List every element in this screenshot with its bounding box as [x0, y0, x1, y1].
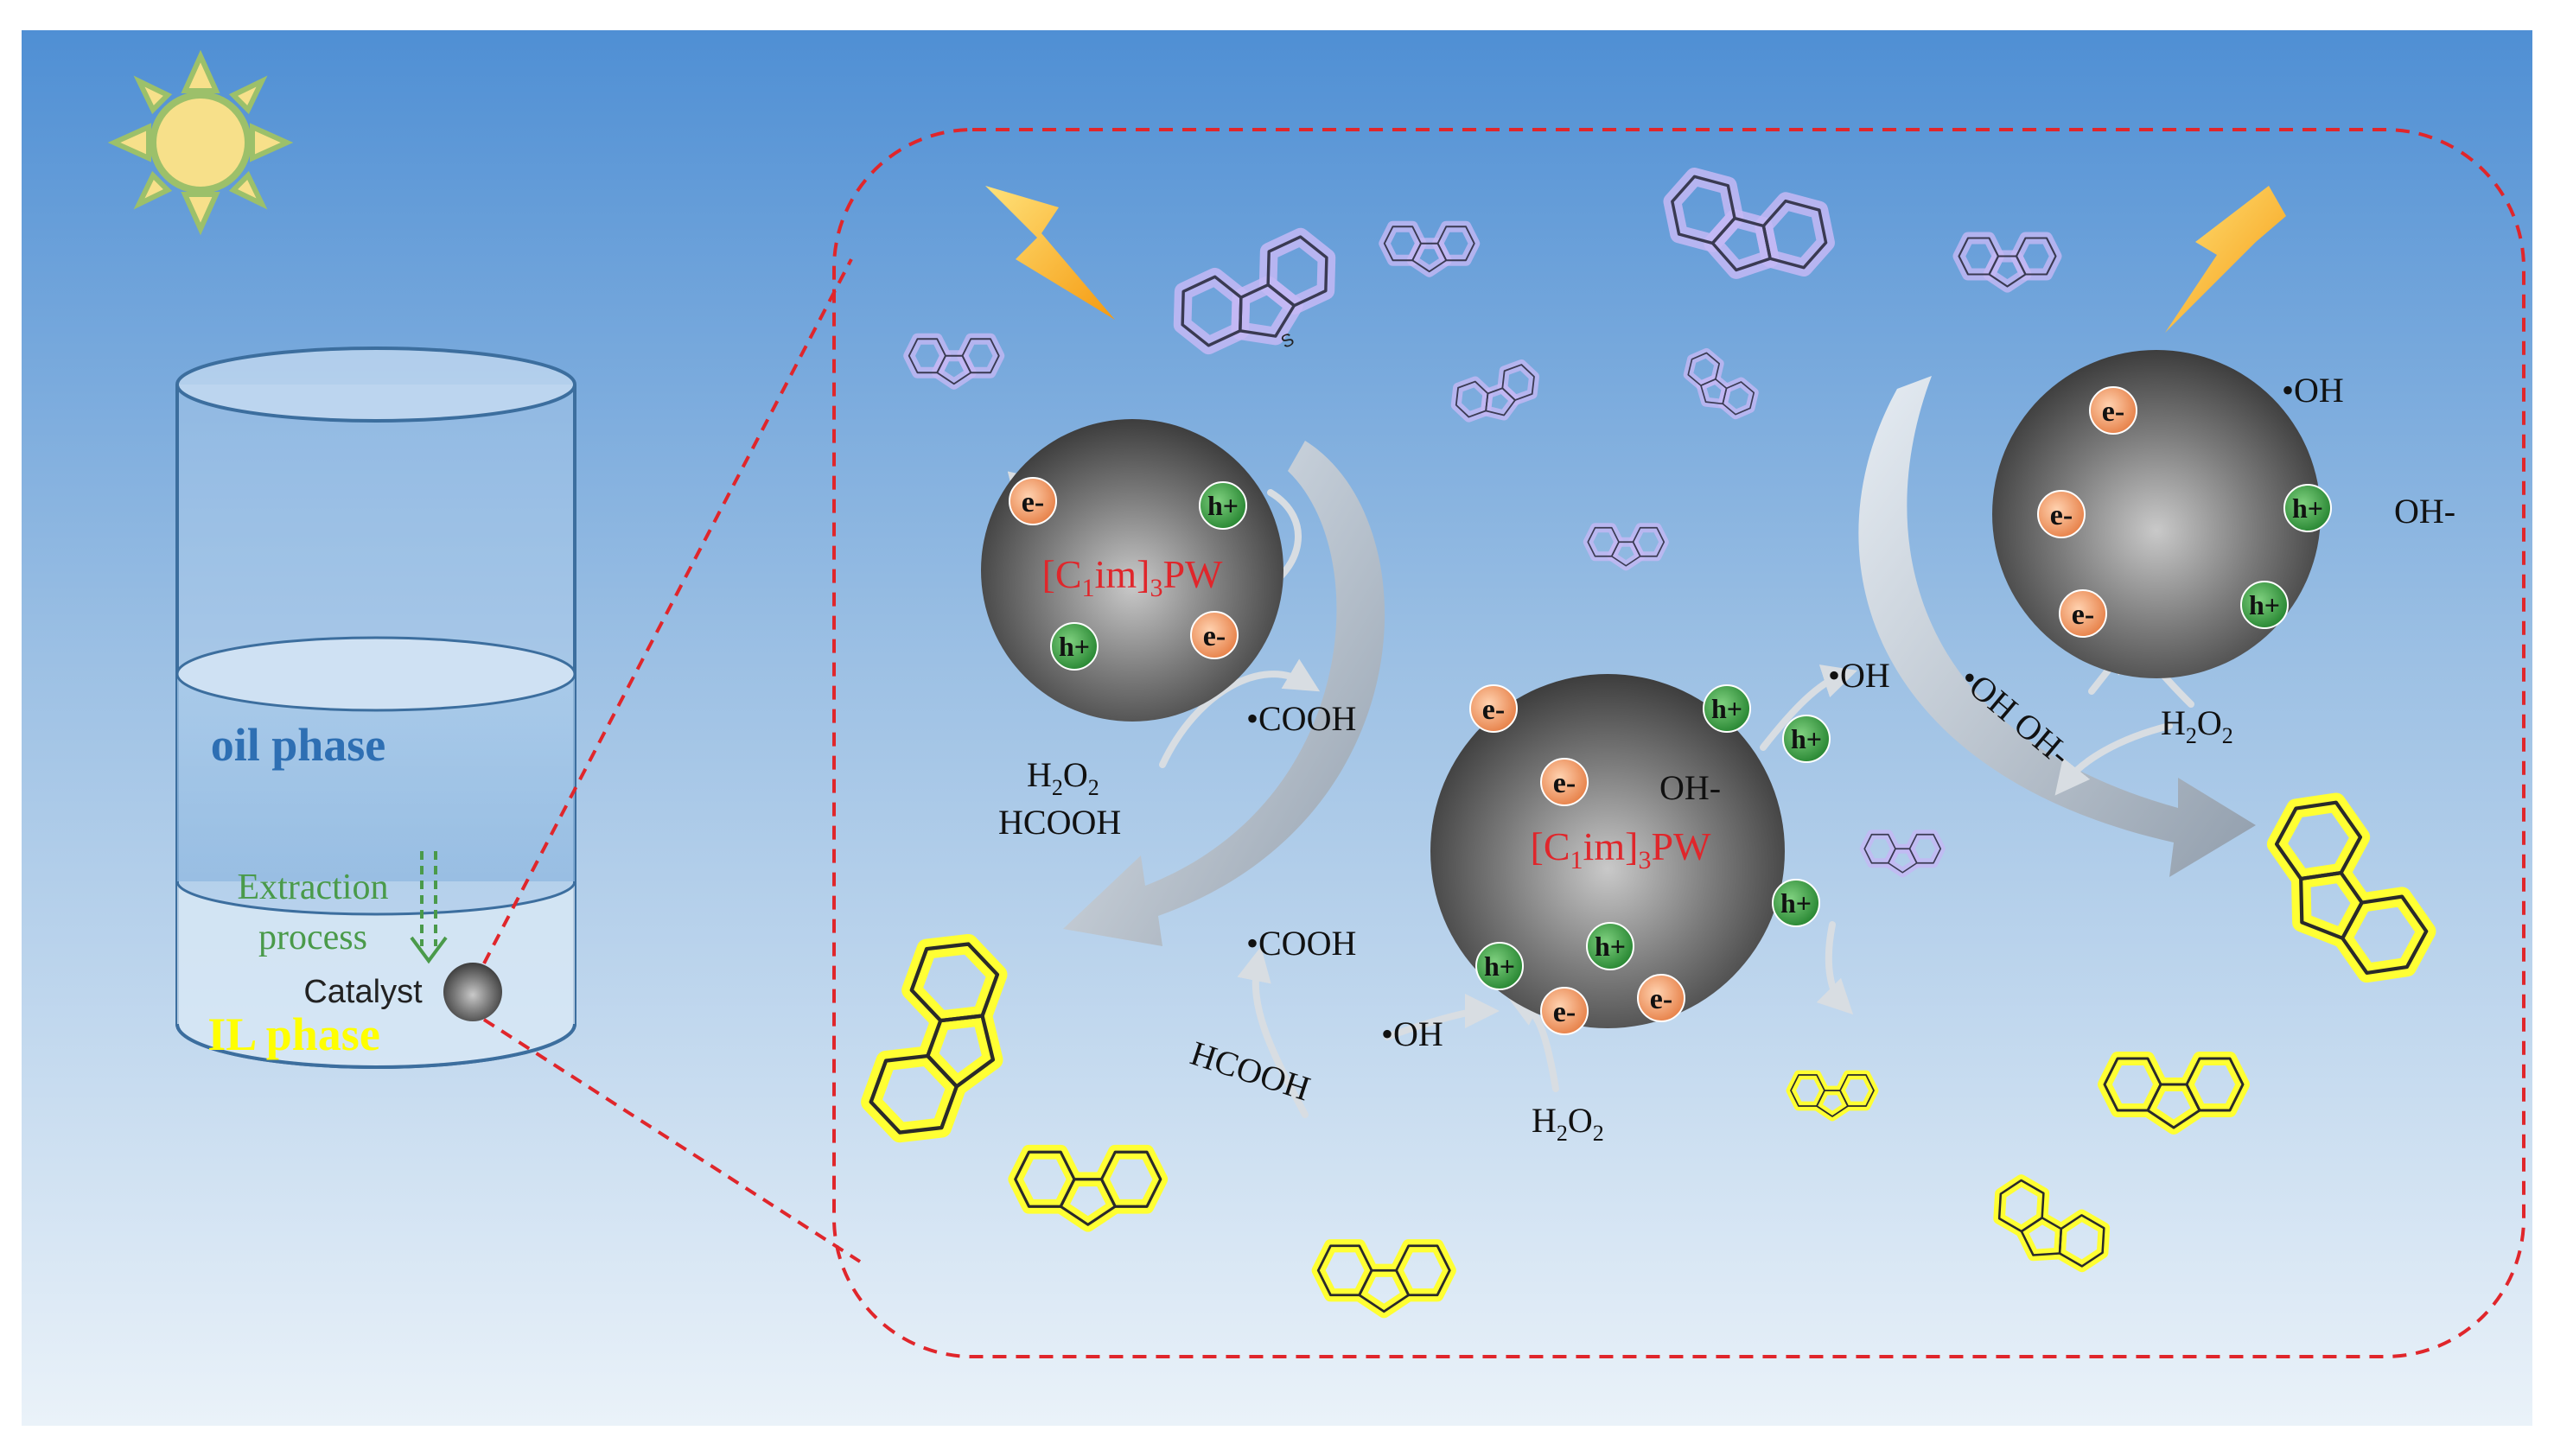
- oh-radical-label-center-bottom: •OH: [1381, 1014, 1443, 1053]
- svg-text:h+: h+: [1484, 951, 1515, 982]
- svg-text:e-: e-: [2050, 499, 2073, 531]
- small-arrows: [997, 395, 2194, 1118]
- h2o2-label-right: H2O2: [2161, 703, 2233, 748]
- svg-text:e-: e-: [1553, 767, 1576, 799]
- hole: h+: [1199, 481, 1247, 530]
- svg-text:h+: h+: [2292, 493, 2323, 524]
- electron: e-: [1540, 987, 1589, 1035]
- svg-text:h+: h+: [1711, 693, 1742, 724]
- lightning-bolt-icon-right: [2165, 186, 2286, 333]
- zoom-frame: [832, 128, 2525, 1358]
- oh-minus-label-right: OH-: [2394, 492, 2455, 531]
- electron: e-: [1469, 684, 1518, 733]
- electron: e-: [2037, 490, 2086, 538]
- sun-icon: [107, 49, 294, 236]
- h2o2-label-center: H2O2: [1532, 1101, 1604, 1146]
- electron-particles: e- e- e- e- e- e- e- e- e-: [1009, 386, 2137, 1035]
- hole: h+: [1475, 942, 1524, 990]
- electron: e-: [1009, 477, 1057, 525]
- h2o2-label-left: H2O2: [1027, 755, 1099, 800]
- catalyst-sphere-left: [C1im]3PW: [981, 419, 1283, 722]
- svg-text:[C1im]3PW: [C1im]3PW: [1042, 552, 1223, 602]
- extraction-arrow-icon: [410, 851, 448, 964]
- hole: h+: [1586, 922, 1634, 970]
- catalyst-sphere-center: [C1im]3PW: [1430, 674, 1785, 1028]
- oh-radical-label-right: •OH: [2282, 371, 2344, 410]
- electron: e-: [1540, 758, 1589, 806]
- svg-text:h+: h+: [1791, 723, 1822, 754]
- svg-text:e-: e-: [1203, 620, 1226, 652]
- svg-text:e-: e-: [1553, 996, 1576, 1028]
- svg-text:h+: h+: [1595, 931, 1626, 962]
- svg-text:h+: h+: [1207, 490, 1239, 521]
- oh-minus-label-center: OH-: [1659, 768, 1721, 807]
- svg-text:e-: e-: [1482, 694, 1505, 726]
- species-labels: •COOH •COOH HCOOH HCOOH •OH •OH OH- •OH …: [998, 371, 2455, 1146]
- hole: h+: [2283, 484, 2332, 532]
- svg-text:e-: e-: [1022, 486, 1044, 518]
- hole: h+: [1703, 684, 1751, 733]
- svg-text:h+: h+: [2249, 589, 2280, 620]
- hcooh-label-left: HCOOH: [998, 803, 1121, 842]
- svg-text:h+: h+: [1780, 887, 1812, 919]
- electron: e-: [1637, 974, 1685, 1022]
- svg-text:h+: h+: [1059, 631, 1090, 662]
- lightning-bolt-icon-left: [985, 186, 1115, 320]
- svg-text:[C1im]3PW: [C1im]3PW: [1531, 824, 1711, 874]
- svg-text:e-: e-: [2072, 599, 2094, 631]
- hole: h+: [1772, 879, 1820, 927]
- cooh-radical-label-lower: •COOH: [1246, 924, 1356, 963]
- svg-text:e-: e-: [1650, 983, 1672, 1015]
- zoom-lines: [482, 258, 862, 1263]
- oh-radical-label-center-top: •OH: [1828, 656, 1890, 695]
- process-label: process: [258, 918, 367, 957]
- oil-phase-label: oil phase: [211, 719, 386, 771]
- electron: e-: [2059, 589, 2107, 638]
- catalyst-particle: [443, 963, 502, 1021]
- extraction-label: Extraction: [238, 868, 389, 907]
- il-phase-label: IL phase: [207, 1008, 380, 1060]
- beaker: [175, 347, 576, 1069]
- hole: h+: [1050, 622, 1099, 671]
- hole: h+: [1782, 715, 1831, 763]
- hole: h+: [2240, 581, 2289, 629]
- svg-text:e-: e-: [2102, 396, 2124, 428]
- oil-layer: [177, 674, 575, 881]
- hole-particles: h+ h+ h+ h+ h+ h+ h+ h+ h+: [1050, 481, 2332, 990]
- electron: e-: [1190, 611, 1239, 659]
- cooh-radical-label-upper: •COOH: [1246, 699, 1356, 738]
- electron: e-: [2089, 386, 2137, 435]
- catalyst-label: Catalyst: [303, 974, 423, 1010]
